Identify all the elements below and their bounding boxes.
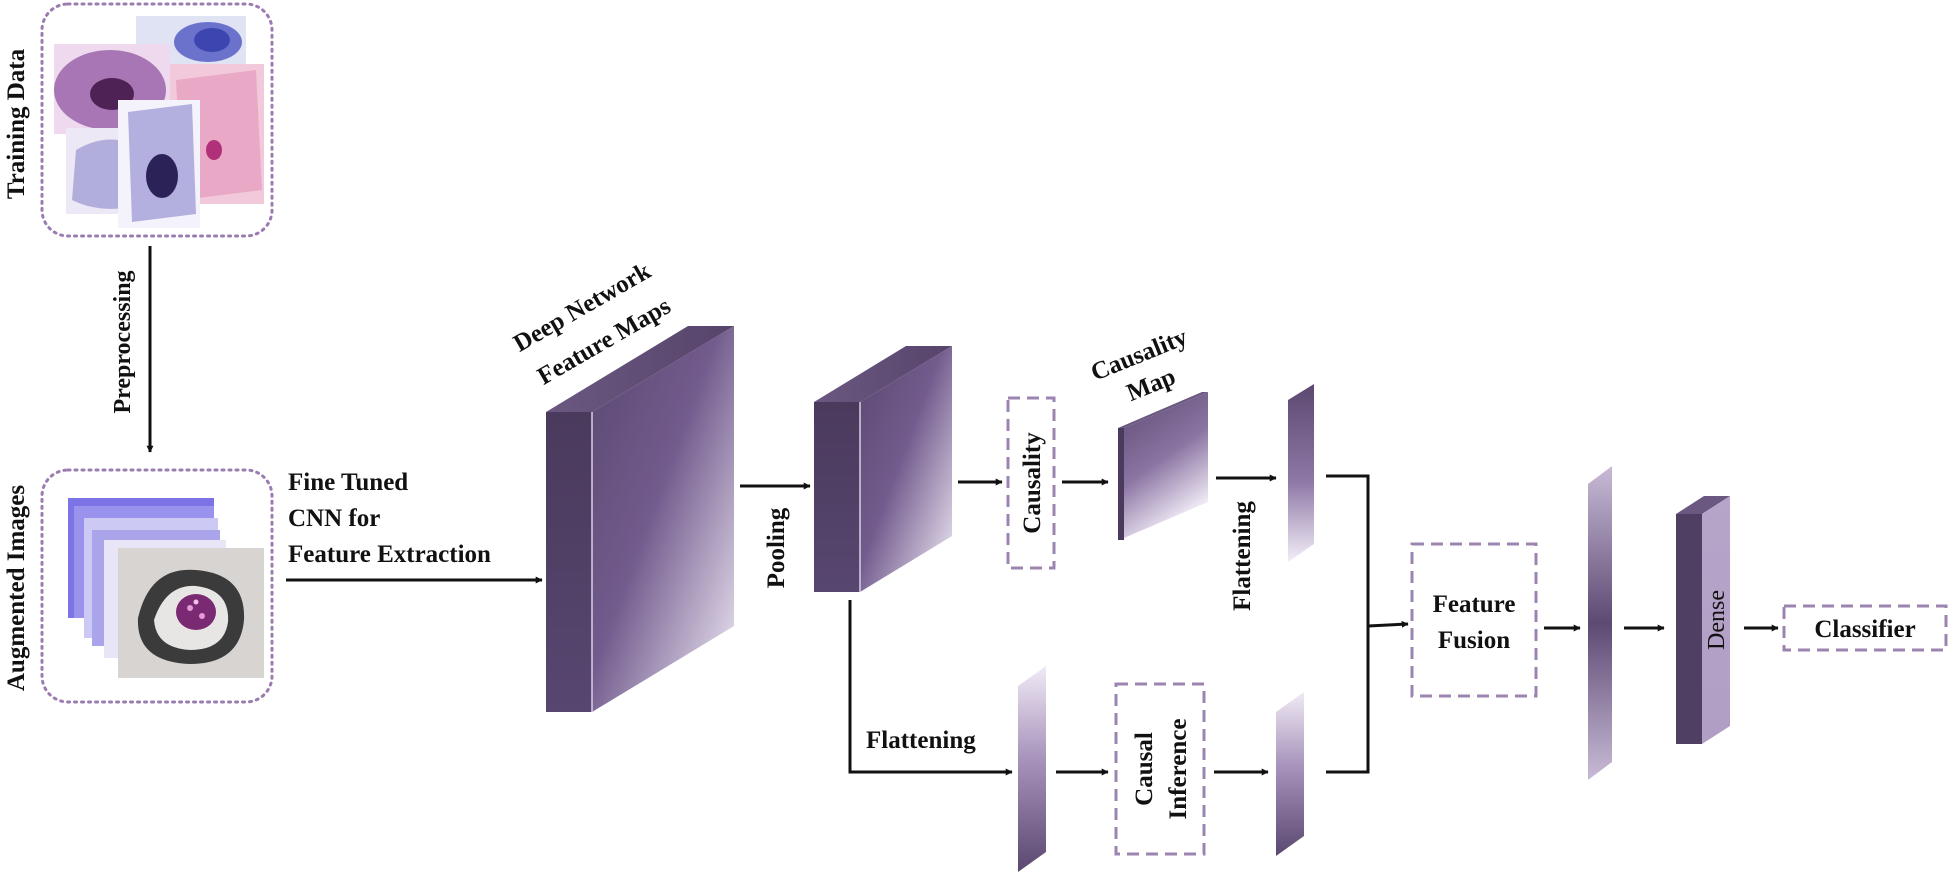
dense-block <box>1676 496 1730 744</box>
feature-fusion-label-line-1: Feature <box>1433 591 1516 618</box>
dense-front-face <box>1702 496 1730 744</box>
feature-maps-top-face <box>546 326 734 412</box>
cnn-label-line-1: Fine Tuned <box>288 469 408 496</box>
bottom-out-vector <box>1276 692 1304 856</box>
merge-line-top <box>1326 474 1370 774</box>
classifier-box <box>1782 604 1948 652</box>
pooled-side-face <box>814 402 860 592</box>
classifier-label: Classifier <box>1814 616 1915 643</box>
pooled-block <box>814 346 952 592</box>
bottom-flat-vector <box>1018 666 1046 872</box>
feature-maps-side-face <box>546 412 592 712</box>
dense-side-face <box>1676 514 1702 744</box>
pooled-top-face <box>814 346 952 402</box>
top-flat-vector <box>1288 384 1314 562</box>
arrow-to-bottom-flattening <box>848 600 1013 776</box>
augmented-main-cell-image <box>118 548 264 678</box>
causality-map-block <box>1118 392 1208 540</box>
fused-vector <box>1588 466 1612 780</box>
feature-fusion-box <box>1410 542 1538 698</box>
causality-map-front-face <box>1124 392 1208 538</box>
dense-label: Dense <box>1704 590 1730 650</box>
feature-maps-front-face <box>592 326 734 712</box>
flattening-bottom-label: Flattening <box>866 727 976 754</box>
cnn-label-line-3: Feature Extraction <box>288 541 491 568</box>
training-data-frame <box>40 2 274 238</box>
training-cell-image-5 <box>118 100 200 228</box>
flattening-top-label: Flattening <box>1229 501 1256 611</box>
feature-fusion-label-line-2: Fusion <box>1438 627 1510 654</box>
augmented-images-group: Augmented Images <box>3 468 274 704</box>
augmented-images-label: Augmented Images <box>3 485 30 692</box>
preprocessing-label: Preprocessing <box>110 270 136 413</box>
training-data-group: Training Data <box>3 2 274 238</box>
arrow-to-feature-fusion <box>1367 620 1409 628</box>
pooling-label: Pooling <box>763 507 790 588</box>
causal-inference-label-line-1: Causal <box>1131 732 1158 806</box>
pooled-front-face <box>860 346 952 592</box>
causal-inference-box <box>1114 682 1206 856</box>
causality-label: Causality <box>1019 432 1046 534</box>
training-data-label: Training Data <box>3 48 30 199</box>
augmented-images-frame <box>40 468 274 704</box>
feature-maps-block <box>546 326 734 712</box>
causal-inference-label-line-2: Inference <box>1165 719 1192 820</box>
cnn-label-line-2: CNN for <box>288 505 380 532</box>
causality-box <box>1006 396 1056 570</box>
